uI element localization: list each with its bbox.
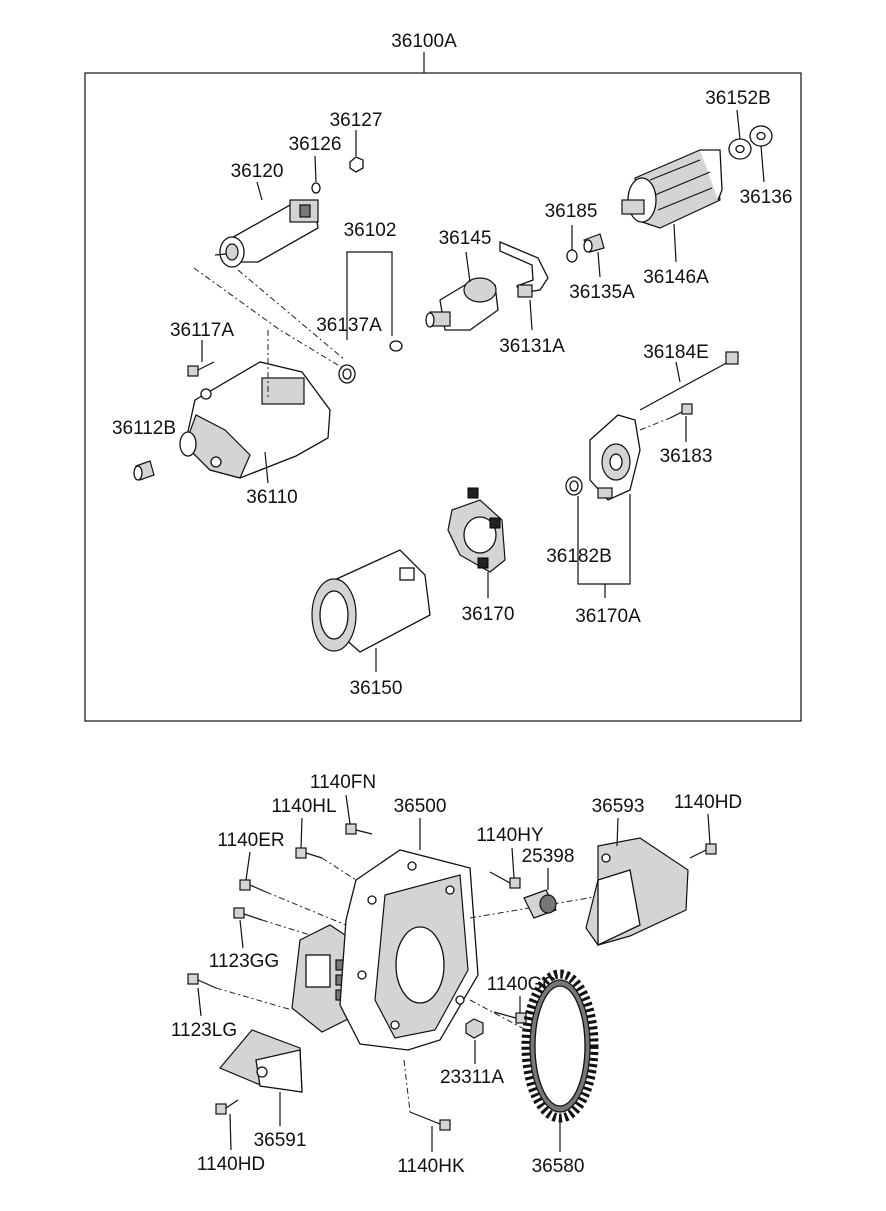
label-36580: 36580 (532, 1156, 585, 1177)
nut-36127 (349, 156, 364, 173)
bolt-1140er (239, 879, 267, 893)
pinion-36145 (425, 277, 499, 331)
label-1140hy: 1140HY (476, 825, 544, 846)
label-36135a: 36135A (569, 282, 635, 303)
label-36593: 36593 (592, 796, 645, 817)
label-36136: 36136 (740, 187, 793, 208)
bolt-1123gg (233, 907, 263, 921)
assembly-frame (84, 72, 802, 722)
label-36184e: 36184E (643, 342, 709, 363)
label-36146a: 36146A (643, 267, 709, 288)
label-36183: 36183 (660, 446, 713, 467)
label-36117a: 36117A (170, 320, 234, 341)
label-36126: 36126 (289, 134, 342, 155)
label-1123lg: 1123LG (171, 1020, 237, 1041)
assembly-title: 36100A (391, 31, 457, 52)
label-1140hd-bottom: 1140HD (197, 1154, 265, 1175)
label-36170a: 36170A (575, 606, 641, 627)
part-36135a (583, 233, 605, 253)
bolt-1140hk (409, 1111, 451, 1131)
solenoid-36120 (214, 199, 319, 268)
bracket-36593 (585, 837, 689, 947)
ring-36185 (566, 249, 578, 263)
label-36145: 36145 (439, 228, 492, 249)
nut-23311a (465, 1018, 484, 1039)
washer-36136 (749, 125, 773, 147)
label-1123gg: 1123GG (209, 951, 279, 972)
label-36112b: 36112B (112, 418, 176, 439)
end-frame-36170a (589, 414, 641, 501)
washer-36126 (311, 182, 321, 194)
label-36150: 36150 (350, 678, 403, 699)
label-36152b: 36152B (705, 88, 771, 109)
adapter-plate-36500 (339, 849, 479, 1051)
label-36591: 36591 (254, 1130, 307, 1151)
label-36185: 36185 (545, 201, 598, 222)
bracket-36591 (219, 1029, 303, 1093)
label-36131a: 36131A (499, 336, 565, 357)
o-ring-36102 (389, 340, 403, 352)
label-1140fn: 1140FN (310, 772, 376, 793)
bolt-1140hl (295, 847, 323, 859)
bolt-1140hy (489, 871, 521, 889)
label-36137a: 36137A (316, 315, 382, 336)
washer-36152b (728, 138, 752, 160)
bushing-25398 (523, 889, 557, 919)
label-1140hl: 1140HL (271, 796, 336, 817)
label-36500: 36500 (394, 796, 447, 817)
bushing-36112b (133, 460, 155, 481)
bolt-36117a (187, 361, 215, 377)
label-36110: 36110 (246, 487, 297, 508)
bush-36182b (565, 476, 583, 496)
label-1140hd-top: 1140HD (674, 792, 742, 813)
label-25398: 25398 (522, 846, 575, 867)
armature-36146a (621, 149, 723, 229)
bolt-1140hd-bottom (215, 1099, 239, 1115)
label-36182b: 36182B (546, 546, 612, 567)
label-1140er: 1140ER (217, 830, 284, 851)
yoke-36150 (311, 549, 431, 653)
screw-36183 (669, 403, 693, 419)
label-36170: 36170 (462, 604, 515, 625)
bolt-1140fn (345, 823, 373, 835)
label-36127: 36127 (330, 110, 383, 131)
lever-36131a (499, 241, 549, 298)
label-36102: 36102 (344, 220, 397, 241)
bolt-1140hd-top (689, 843, 717, 859)
ring-gear-36580 (521, 969, 599, 1123)
label-36120: 36120 (231, 161, 284, 182)
bushing-36137a (338, 364, 356, 384)
brush-holder-36170 (447, 487, 506, 573)
bolt-1123lg (187, 973, 217, 989)
label-23311a: 23311A (440, 1067, 504, 1088)
bolt-36184e (639, 351, 739, 411)
housing-36110 (179, 330, 331, 479)
label-1140hk: 1140HK (397, 1156, 465, 1177)
